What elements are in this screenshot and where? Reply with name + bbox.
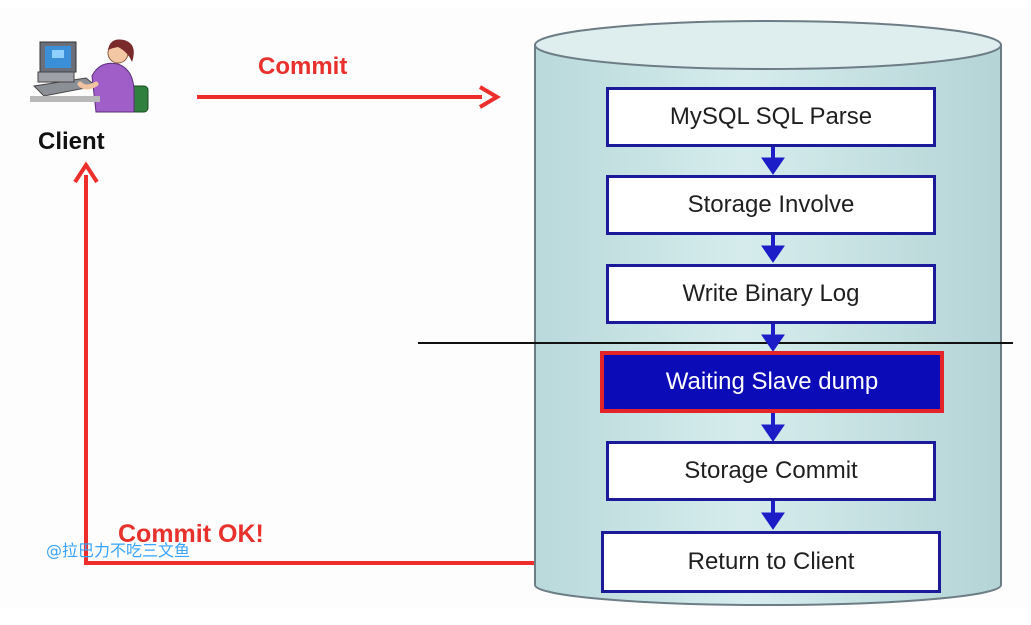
watermark-text: @拉巴力不吃三文鱼 <box>46 541 191 560</box>
person-at-computer-icon <box>30 39 149 113</box>
commit-ok-label: Commit OK! <box>118 520 264 548</box>
commit-ok-arrow <box>73 161 534 565</box>
client-label: Client <box>38 128 105 155</box>
step-arrow-5 <box>761 500 785 530</box>
step-return-to-client: Return to Client <box>601 531 941 593</box>
step-storage-commit: Storage Commit <box>606 441 936 501</box>
commit-arrow <box>197 85 501 109</box>
step-write-binary-log: Write Binary Log <box>606 264 936 324</box>
step-storage-involve: Storage Involve <box>606 175 936 235</box>
step-arrow-1 <box>761 146 785 175</box>
step-arrow-2 <box>761 234 785 263</box>
step-arrows <box>761 146 785 530</box>
step-waiting-slave-dump: Waiting Slave dump <box>600 351 944 413</box>
step-arrow-3 <box>761 324 785 352</box>
commit-label: Commit <box>258 53 348 80</box>
step-arrow-4 <box>761 412 785 442</box>
step-mysql-sql-parse: MySQL SQL Parse <box>606 87 936 147</box>
